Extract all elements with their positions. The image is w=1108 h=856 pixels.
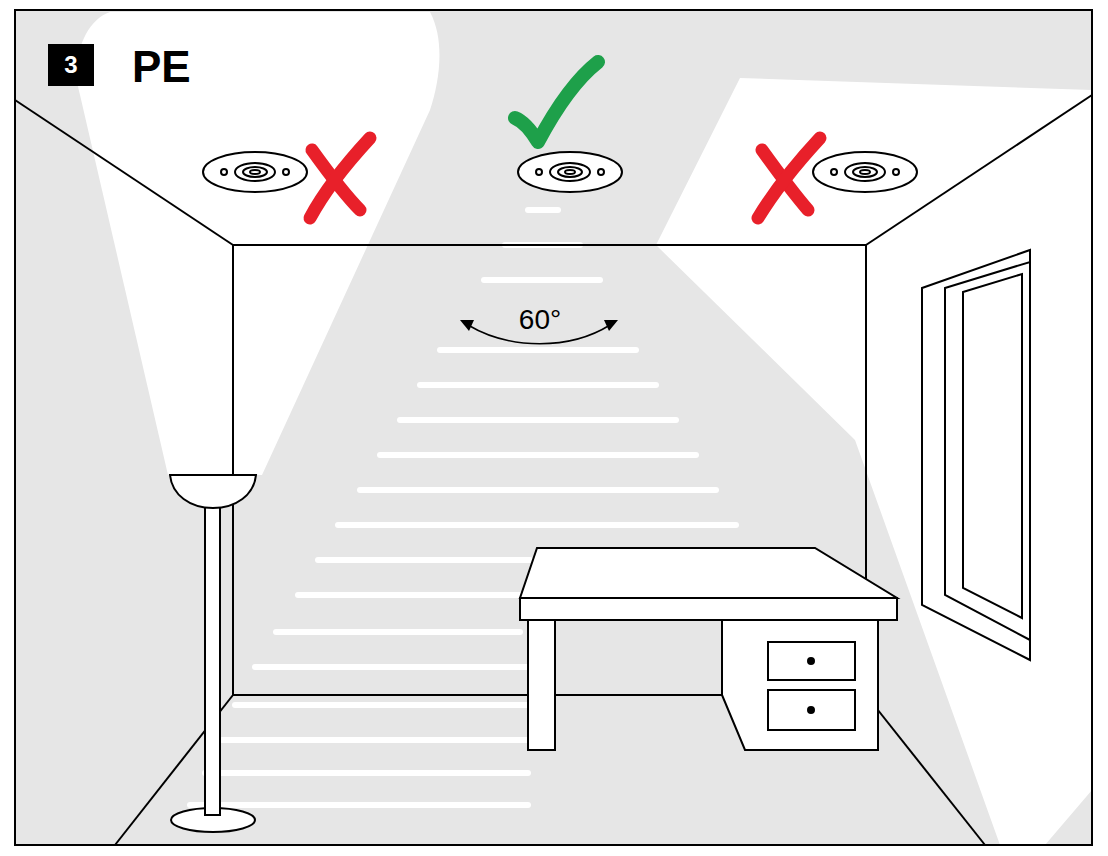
room-ground (15, 10, 1092, 845)
sensor-zone (190, 210, 736, 805)
wrong-marks (310, 138, 820, 218)
desk (520, 548, 897, 750)
angle-label: 60° (519, 304, 561, 336)
correct-mark (515, 62, 598, 142)
window (922, 250, 1030, 660)
room-lines (15, 10, 1092, 845)
step-number-box: 3 (48, 44, 94, 86)
floor-lamp (170, 475, 256, 832)
lamp-light (77, 12, 440, 475)
window-light (656, 78, 1092, 845)
step-number: 3 (60, 51, 81, 79)
diagram-title: PE (132, 42, 191, 92)
